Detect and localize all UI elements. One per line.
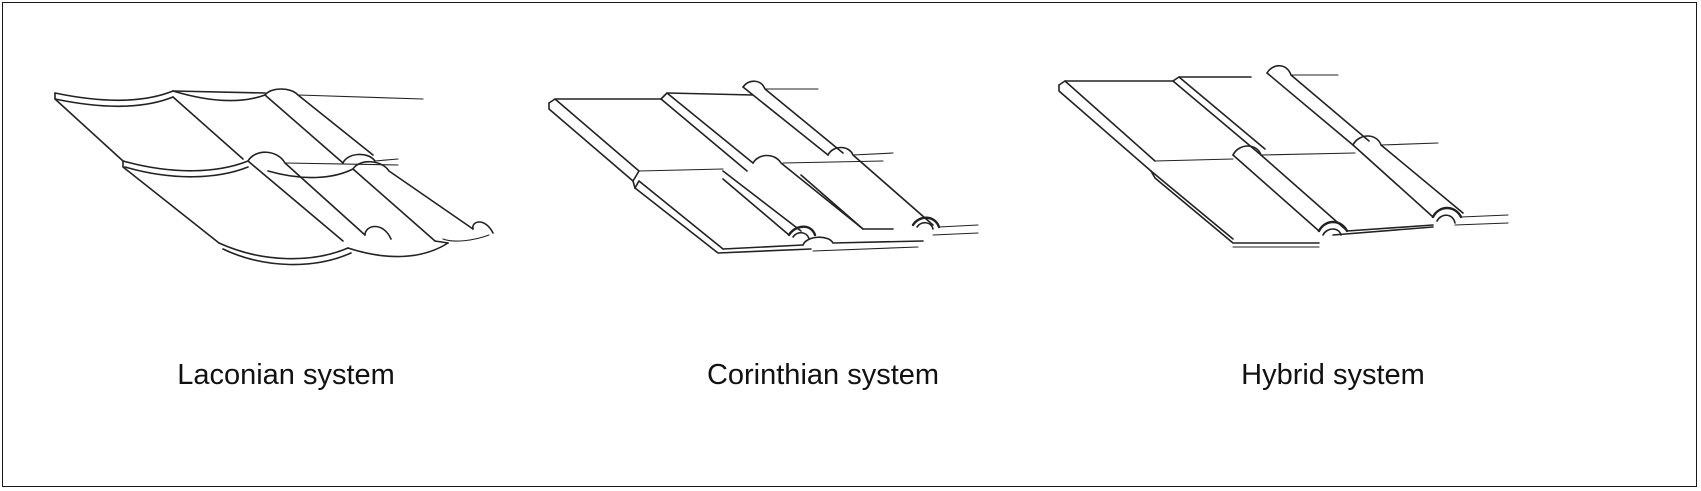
caption-hybrid: Hybrid system xyxy=(1241,359,1425,391)
panel-corinthian: Corinthian system xyxy=(543,3,1103,486)
panel-hybrid: Hybrid system xyxy=(1058,3,1693,486)
corinthian-roof-tiles-illustration-icon xyxy=(548,80,979,254)
laconian-roof-tiles-illustration-icon xyxy=(54,88,494,266)
panel-laconian: Laconian system xyxy=(3,3,569,486)
caption-corinthian: Corinthian system xyxy=(706,359,940,391)
hybrid-roof-tiles-illustration-icon xyxy=(1058,64,1509,248)
caption-laconian: Laconian system xyxy=(177,359,395,391)
